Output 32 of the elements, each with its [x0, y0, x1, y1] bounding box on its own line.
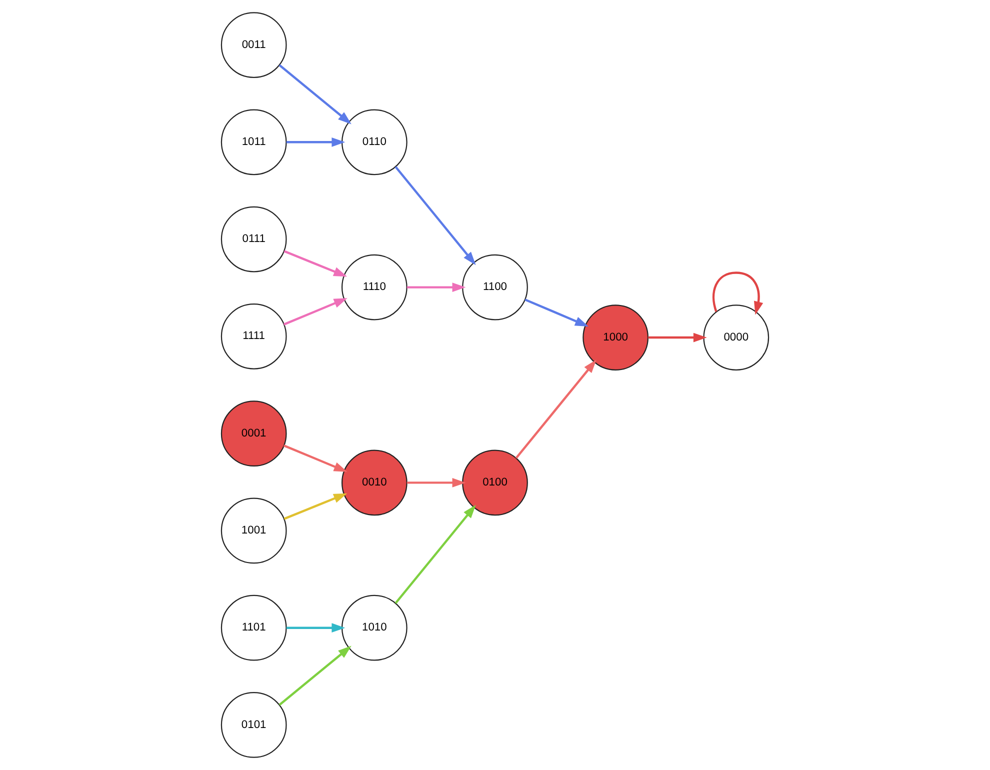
arrow: [648, 332, 707, 342]
node-circle: 1100: [462, 254, 528, 320]
arrow: [286, 623, 346, 633]
arrow: [283, 298, 348, 326]
node-circle: 0111: [220, 206, 287, 272]
node-circle: 1000: [582, 304, 649, 370]
node-circle: 1111: [220, 304, 287, 370]
arrow: [515, 360, 596, 459]
arrow: [284, 250, 348, 277]
arrow: [283, 444, 348, 472]
arrow: [394, 166, 476, 266]
node-circle: 0010: [341, 450, 408, 516]
node-circle: 0101: [220, 692, 287, 758]
arrow: [278, 64, 352, 124]
arrow: [524, 298, 589, 327]
arrow: [406, 478, 466, 488]
arrow: [286, 137, 346, 147]
node-circle: 0100: [462, 450, 528, 516]
node-circle: 1011: [220, 109, 287, 176]
node-circle: 1010: [341, 594, 408, 661]
arrow: [712, 272, 764, 315]
node-circle: 1001: [220, 498, 287, 564]
arrow: [406, 282, 466, 292]
arrow: [284, 493, 348, 520]
node-circle: 0011: [220, 12, 287, 78]
node-circle: 1101: [220, 594, 287, 661]
arrow: [394, 504, 476, 604]
arrow: [278, 646, 352, 706]
node-circle: 0000: [703, 304, 770, 370]
node-circle: 1110: [341, 254, 408, 320]
node-circle: 0110: [341, 109, 408, 176]
node-circle: 0001: [220, 400, 287, 466]
